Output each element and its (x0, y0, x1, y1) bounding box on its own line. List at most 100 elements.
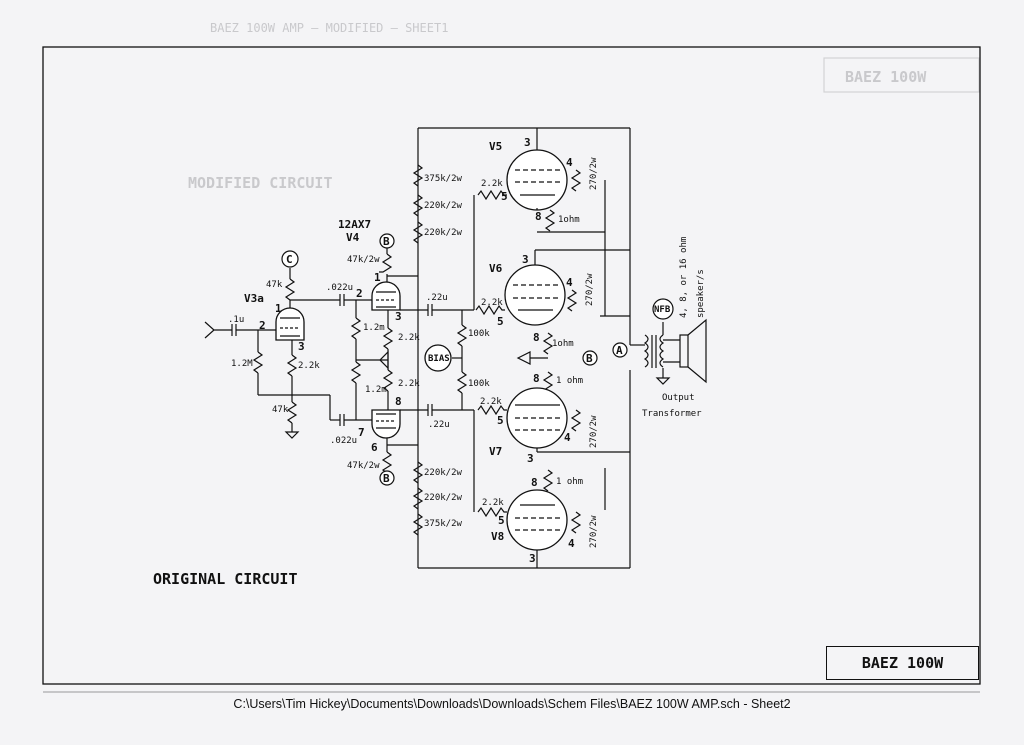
node-b-top-label: B (383, 235, 390, 248)
v4-pin-6: 6 (371, 441, 378, 454)
v7-pin-3: 3 (527, 452, 534, 465)
v6-pin-4: 4 (566, 276, 573, 289)
node-b-bottom-label: B (383, 472, 390, 485)
bleed-header: BAEZ 100W AMP — MODIFIED — SHEET1 (210, 21, 448, 35)
v4-tube-bottom (371, 409, 401, 439)
v5-label: V5 (489, 140, 502, 153)
cap-22-bottom-label: .22u (428, 420, 450, 430)
node-b-bottom-marker (379, 470, 395, 486)
cap-022-bottom-label: .022u (330, 436, 357, 446)
cap-022-top-label: .022u (326, 283, 353, 293)
v5-pin-4: 4 (566, 156, 573, 169)
v7-grid-r: 2.2k (480, 397, 502, 407)
v4-pin-1: 1 (374, 271, 381, 284)
v7-screen-r: 270/2w (589, 415, 599, 448)
v6-pin-8: 8 (533, 331, 540, 344)
v6-label: V6 (489, 262, 503, 275)
r-47k-bottom-label: 47k (272, 405, 289, 415)
r-100k-top-label: 100k (468, 329, 490, 339)
v8-label: V8 (491, 530, 504, 543)
r-47k-2w-bottom-label: 47k/2w (347, 461, 380, 471)
r-2-2k-a-label: 2.2k (398, 333, 420, 343)
bleed-through: BAEZ 100W AMP — MODIFIED — SHEET1 BAEZ 1… (188, 21, 980, 192)
v8-pin-8: 8 (531, 476, 538, 489)
v5-pin-8: 8 (535, 210, 542, 223)
v8-screen-r: 270/2w (589, 515, 599, 548)
r-375k-bottom-label: 375k/2w (424, 519, 463, 529)
v5-cath-r: 1ohm (558, 215, 580, 225)
v7-label: V7 (489, 445, 502, 458)
node-b-label: B (586, 352, 593, 365)
cap-in-label: .1u (228, 315, 244, 325)
r-375k-top-label: 375k/2w (424, 174, 463, 184)
v3a-tube (275, 307, 305, 341)
v6-pin-3: 3 (522, 253, 529, 266)
speaker-label: speaker/s (696, 269, 706, 318)
r-220k-2-label: 220k/2w (424, 228, 463, 238)
v3a-pin-1: 1 (275, 302, 282, 315)
v6-pin-5: 5 (497, 315, 504, 328)
v4-pin-7: 7 (358, 426, 365, 439)
r-220k-1-label: 220k/2w (424, 201, 463, 211)
v4-tube-top (371, 281, 401, 311)
r-47k-top-label: 47k (266, 280, 283, 290)
transformer-label: Transformer (642, 409, 702, 419)
node-c-marker (281, 250, 299, 268)
v8-pin-3: 3 (529, 552, 536, 565)
r-1-2m-a-label: 1.2m (363, 323, 385, 333)
r-1-2m-b-label: 1.2m (365, 385, 387, 395)
v6-cath-r: 1ohm (552, 339, 574, 349)
v7-pin-8-top: 8 (533, 372, 540, 385)
bleed-title: BAEZ 100W (845, 68, 927, 86)
r-2-2k-cath-label: 2.2k (298, 361, 320, 371)
v5-grid-r: 2.2k (481, 179, 503, 189)
tube-v8: V8 8 5 4 3 2.2k 1 ohm 270/2w (473, 410, 631, 568)
nfb-marker (652, 298, 674, 320)
bias-network: 375k/2w 220k/2w 220k/2w 220k/2w 220k/2w … (400, 127, 630, 569)
node-a-label: A (616, 344, 623, 357)
v6-cath-extra: 1 ohm (556, 376, 583, 386)
v4-pin-3: 3 (395, 310, 402, 323)
tube-v7: V7 5 4 3 2.2k 270/2w (477, 387, 630, 465)
title-block: BAEZ 100W (826, 646, 979, 680)
r-220k-4-label: 220k/2w (424, 493, 463, 503)
tube-v6: V6 4 5 8 3 2.2k 270/2w 1ohm 8 1 ohm (475, 249, 630, 394)
bleed-section: MODIFIED CIRCUIT (188, 174, 333, 192)
bias-marker (424, 344, 452, 372)
output-transformer: B A NFB 4, 8, or 16 ohm speaker/s Output… (582, 128, 707, 452)
v3a-stage: .1u 1.2M V3a 1 2 3 C 47k .022u 2.2k (204, 250, 357, 446)
v4-type: 12AX7 (338, 218, 371, 231)
v3a-label: V3a (244, 292, 264, 305)
r-1-2M-in-label: 1.2M (231, 359, 253, 369)
v4-pin-2: 2 (356, 287, 363, 300)
r-220k-3-label: 220k/2w (424, 468, 463, 478)
cap-22-top-label: .22u (426, 293, 448, 303)
sheet-border (42, 46, 981, 685)
v7-pin-5: 5 (497, 414, 504, 427)
output-label: Output (662, 393, 695, 403)
v8-pin-5: 5 (498, 514, 505, 527)
output-tubes: V5 3 4 5 8 2.2k 270/2w 1ohm V6 4 5 (473, 128, 631, 568)
v5-pin-5: 5 (501, 190, 508, 203)
v5-pin-3: 3 (524, 136, 531, 149)
nfb-label: NFB (654, 305, 671, 315)
v8-pin-4: 4 (568, 537, 575, 550)
node-c-label: C (286, 253, 293, 266)
tube-v5: V5 3 4 5 8 2.2k 270/2w 1ohm (473, 128, 606, 316)
v6-grid-r: 2.2k (481, 298, 503, 308)
bias-label: BIAS (428, 354, 450, 364)
r-47k-2w-top-label: 47k/2w (347, 255, 380, 265)
v6-screen-r: 270/2w (585, 273, 595, 306)
node-a-marker (612, 342, 628, 358)
v5-screen-r: 270/2w (589, 157, 599, 190)
r-2-2k-b-label: 2.2k (398, 379, 420, 389)
v8-cath-r: 1 ohm (556, 477, 583, 487)
v4-label: V4 (346, 231, 360, 244)
v7-pin-4: 4 (564, 431, 571, 444)
circuit-label: ORIGINAL CIRCUIT (153, 570, 298, 588)
speaker-icon (679, 334, 689, 368)
v3a-pin-2: 2 (259, 319, 266, 332)
v3a-pin-3: 3 (298, 340, 305, 353)
v4-stage: 12AX7 V4 B 47k/2w 1 2 3 1.2m 1.2m 2.2k 2… (338, 218, 420, 486)
